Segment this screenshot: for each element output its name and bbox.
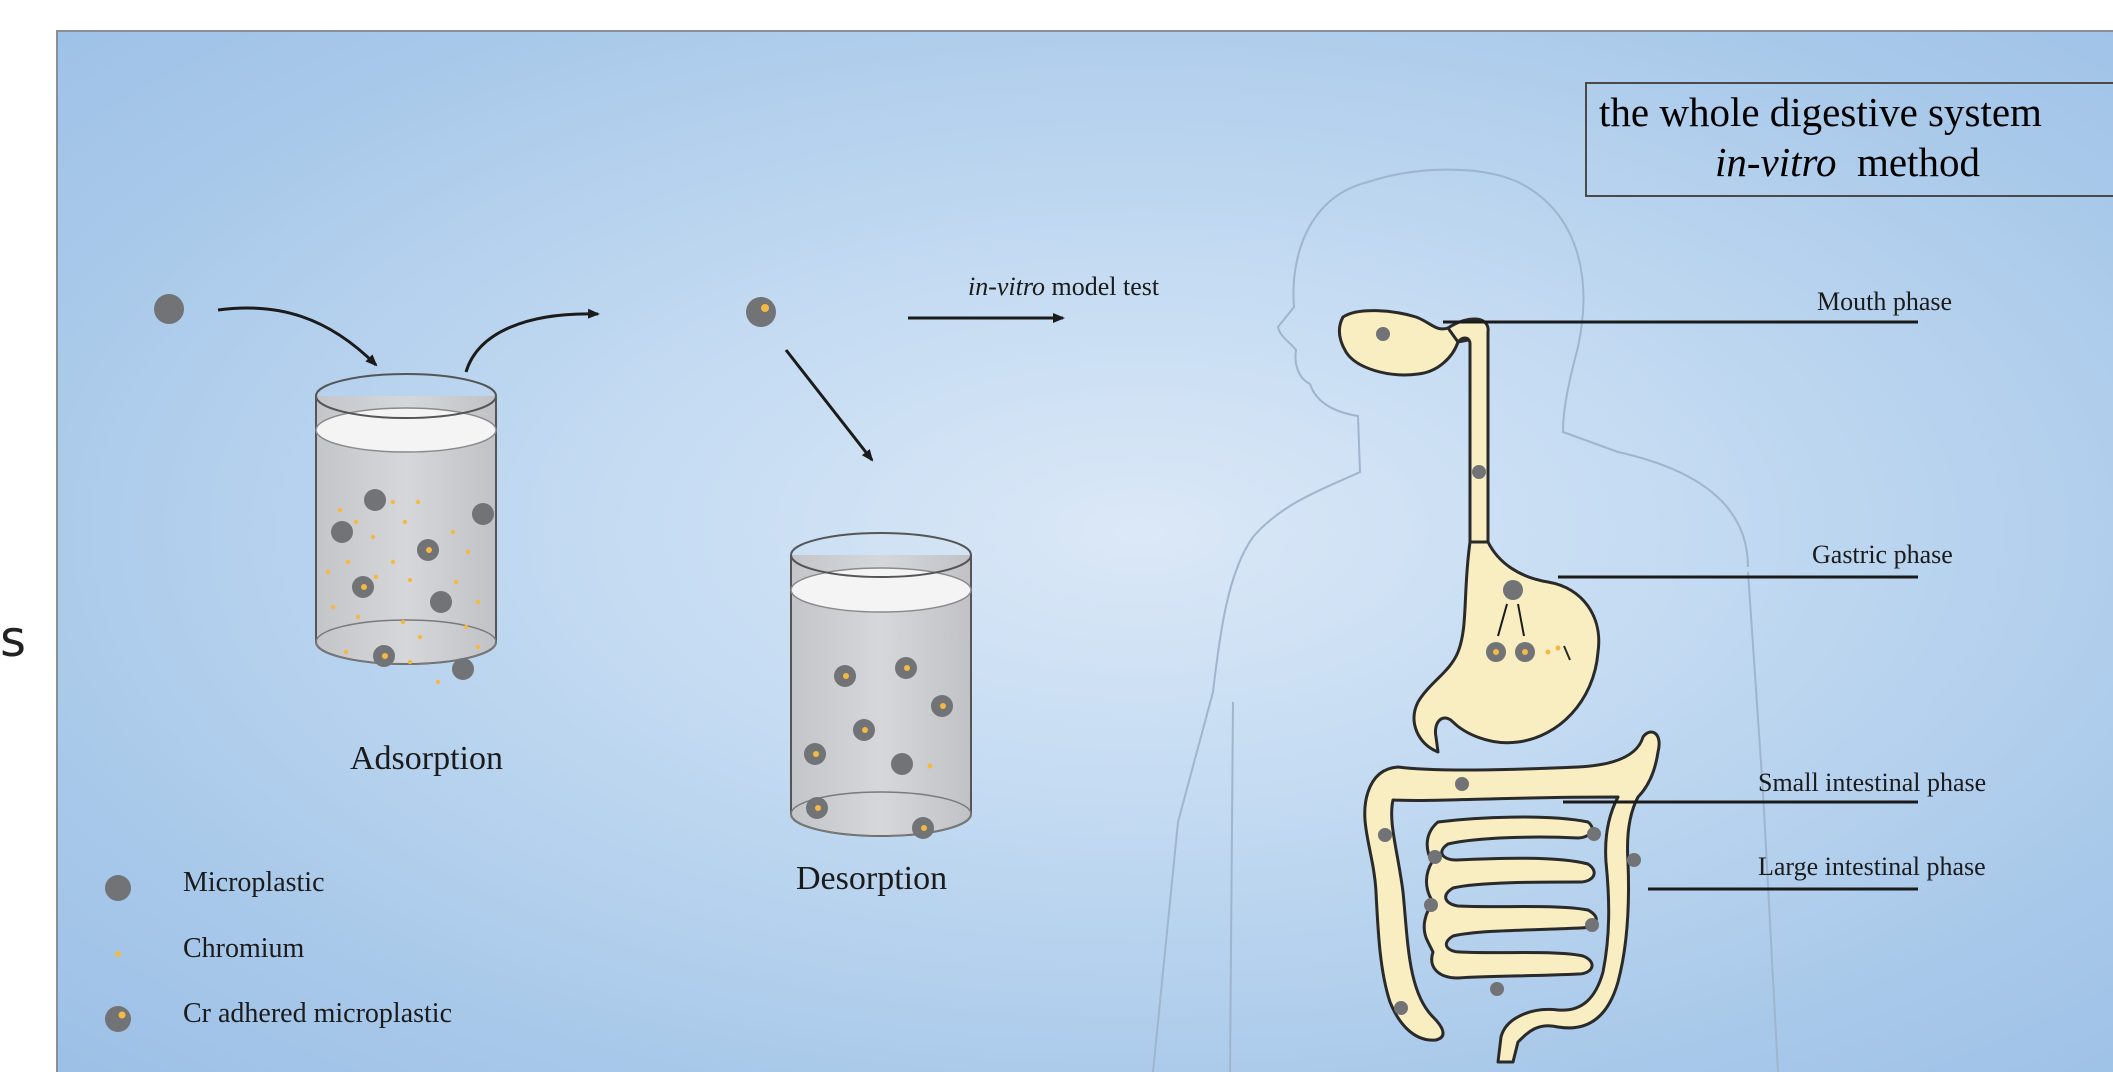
arrow-to-adsorption (218, 308, 376, 365)
mouth-phase-label: Mouth phase (1817, 287, 1952, 317)
stray-text: s (0, 610, 26, 668)
large-intestinal-phase-label: Large intestinal phase (1758, 852, 1986, 882)
small-intestine-shape (1424, 817, 1596, 978)
mouth-shape (1339, 311, 1474, 375)
cr-adhered-microplastic-icon (105, 1006, 131, 1032)
legend-chromium-label: Chromium (183, 933, 304, 965)
arrow-from-adsorption (466, 314, 598, 372)
title-line-2: in-vitro method (1715, 138, 1980, 186)
microplastic-particle (154, 294, 184, 324)
model-test-italic: in-vitro (968, 272, 1045, 301)
digestive-tract (1339, 311, 1659, 1062)
stomach-shape (1414, 542, 1599, 752)
large-intestine-shape (1365, 732, 1659, 1062)
gastric-phase-label: Gastric phase (1812, 540, 1953, 570)
adsorption-label: Adsorption (350, 740, 503, 778)
microplastic-icon (105, 875, 131, 901)
figure-panel: the whole digestive system in-vitro meth… (56, 30, 2113, 1072)
title-line-1: the whole digestive system (1599, 88, 2042, 136)
title-method-part: method (1857, 139, 1980, 185)
model-test-rest: model test (1045, 272, 1159, 301)
arrow-to-desorption (786, 350, 872, 460)
chromium-icon (115, 951, 121, 957)
legend-microplastic-label: Microplastic (183, 867, 325, 899)
adsorption-beaker (316, 374, 496, 664)
title-italic-part: in-vitro (1715, 139, 1836, 185)
small-intestinal-phase-label: Small intestinal phase (1758, 768, 1986, 798)
title-box: the whole digestive system in-vitro meth… (1585, 82, 2113, 197)
legend-cr-adhered-label: Cr adhered microplastic (183, 998, 452, 1030)
model-test-label: in-vitro model test (968, 272, 1159, 302)
desorption-beaker (791, 533, 971, 836)
desorption-label: Desorption (796, 860, 947, 898)
cr-adhered-particle (746, 297, 776, 327)
